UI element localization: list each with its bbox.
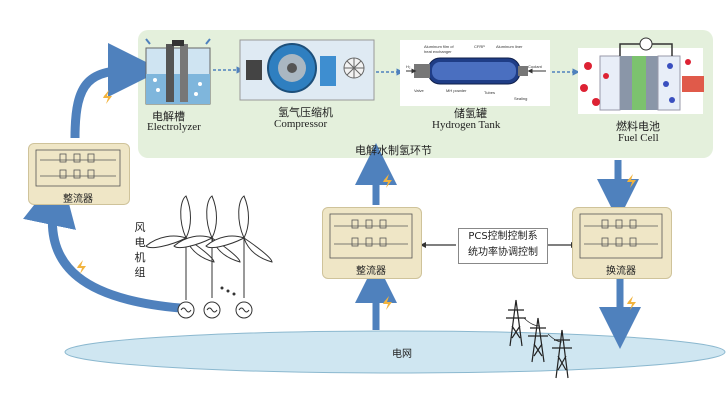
lightning-icon [383, 174, 392, 188]
arrow-rectifier-to-electrolyzer [70, 43, 162, 139]
tank-label-valve: Valve [414, 88, 424, 93]
tank-label-film: Aluminum film of [424, 44, 454, 49]
arrow-wind-to-rectifier [23, 171, 181, 313]
inverter-label: 换流器 [606, 266, 636, 277]
tank-label-cfrp: CFRP [474, 44, 485, 49]
tank-zh-label: 储氢罐 [454, 107, 487, 120]
tank-label-h2: H₂ [406, 64, 411, 69]
electrolyzer-en-label: Electrolyzer [147, 121, 201, 133]
hydrogen-tank-illustration [400, 40, 550, 106]
rectifier-left-label: 整流器 [63, 194, 93, 205]
lightning-icon [383, 296, 392, 310]
wind-turbine-label: 风电机组 [134, 221, 146, 279]
pcs-control-box: PCS控制控制系 统功率协调控制 [458, 228, 548, 264]
fuel-cell-illustration [578, 37, 704, 114]
electrolyzer-zh-label: 电解槽 [152, 110, 185, 123]
fuelcell-en-label: Fuel Cell [618, 132, 659, 144]
lightning-icon [627, 174, 636, 188]
transmission-towers [506, 299, 572, 379]
lightning-icon [627, 296, 636, 310]
pcs-line-2: 统功率协调控制 [468, 247, 538, 258]
tank-label-sealing: Sealing [514, 96, 528, 101]
compressor-en-label: Compressor [274, 118, 328, 130]
tank-label-liner: Aluminum liner [496, 44, 523, 49]
tank-label-heat-exchanger: heat exchanger [424, 49, 452, 54]
lightning-icon [103, 90, 112, 104]
power-grid-label: 电网 [392, 349, 412, 360]
rectifier-left-box [28, 143, 130, 205]
tank-label-coolant: Coolant [528, 64, 542, 69]
tank-en-label: Hydrogen Tank [432, 119, 501, 131]
lightning-icon [77, 260, 86, 274]
lightning-icons [77, 90, 636, 310]
tank-label-tubes: Tubes [484, 90, 495, 95]
section-title: 电解水制氢环节 [355, 144, 432, 157]
fuelcell-zh-label: 燃料电池 [616, 120, 660, 133]
pcs-line-1: PCS控制控制系 [468, 231, 538, 242]
electrolyzer-illustration [145, 38, 211, 105]
wind-turbines [145, 195, 273, 319]
turbine-ellipsis-dots [220, 286, 236, 296]
compressor-zh-label: 氢气压缩机 [278, 106, 333, 119]
tank-label-powder: MH powder [446, 88, 467, 93]
compressor-illustration [239, 39, 375, 101]
rectifier-mid-label: 整流器 [356, 266, 386, 277]
